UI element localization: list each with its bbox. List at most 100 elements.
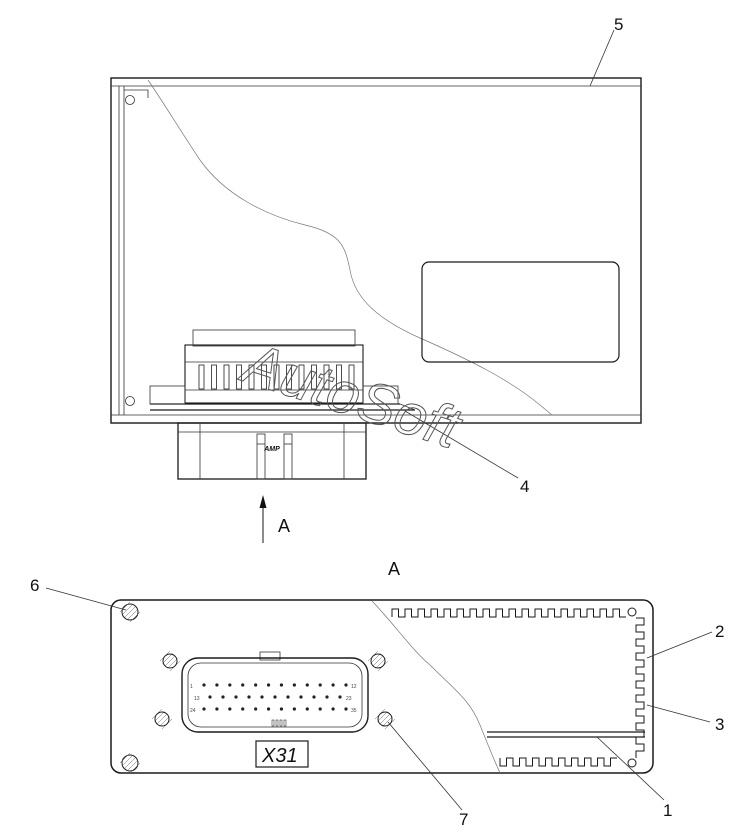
header-pin xyxy=(198,364,205,390)
pin-label-13: 13 xyxy=(194,696,200,702)
connector-key-slot xyxy=(283,719,287,727)
leader-3 xyxy=(646,704,711,723)
connector-pin xyxy=(344,683,348,687)
connector-pin xyxy=(279,707,284,711)
callout-1: 1 xyxy=(663,801,672,820)
connector-pin xyxy=(254,683,258,687)
pcb-view-a xyxy=(487,731,645,738)
leader-5 xyxy=(589,29,615,87)
amp-connector-body xyxy=(177,422,367,480)
header-pin xyxy=(273,364,280,390)
header-pin xyxy=(261,364,267,390)
screw-hatch-line xyxy=(122,604,133,615)
connector-pin xyxy=(338,695,342,699)
connector-pin xyxy=(312,695,316,699)
connector-pin xyxy=(202,707,206,711)
screw-hatch-line xyxy=(124,606,136,618)
header-pin xyxy=(348,364,355,390)
callout-6: 6 xyxy=(30,576,39,595)
connector-pin xyxy=(215,707,219,711)
header-pin xyxy=(311,364,317,390)
housing-view-a xyxy=(110,599,654,774)
connector-pin xyxy=(292,683,296,687)
x31-label-text: X31 xyxy=(261,745,298,767)
screw-hatch-line xyxy=(129,611,141,623)
screw-hatch-line xyxy=(127,760,138,771)
screw-hatch-line xyxy=(156,713,168,725)
connector-pin xyxy=(305,683,309,687)
callout-5: 5 xyxy=(614,15,623,34)
connector-pin xyxy=(318,683,322,687)
header-pin xyxy=(223,364,230,390)
connector-x31-face xyxy=(154,651,393,733)
breakaway-line-view-a xyxy=(371,600,501,774)
screw-hatch-line xyxy=(127,609,138,620)
pin-label-35: 35 xyxy=(351,708,357,714)
screw-hatch-line xyxy=(382,716,393,727)
connector-pin xyxy=(260,695,264,699)
connector-pin xyxy=(254,707,258,711)
screw-hatch-line xyxy=(162,653,173,664)
header-pin xyxy=(248,364,255,390)
screw-hatch-line xyxy=(375,658,386,669)
screw-hatch-line xyxy=(370,653,381,664)
connector-pin xyxy=(241,683,245,687)
heatsink-fins-bottom xyxy=(499,757,617,767)
connector-pin xyxy=(247,695,251,699)
header-pin xyxy=(211,364,217,390)
pin-label-12: 12 xyxy=(351,684,357,690)
connector-pin xyxy=(325,695,329,699)
view-a-title: A xyxy=(388,559,400,579)
header-pin xyxy=(323,364,330,390)
x31-label-box xyxy=(255,740,309,768)
connector-key-slot xyxy=(279,719,283,727)
connector-pin xyxy=(215,683,219,687)
connector-pin xyxy=(286,695,290,699)
pcb-board xyxy=(150,403,416,411)
pin-label-24: 24 xyxy=(190,708,196,714)
view-arrow-label: A xyxy=(278,516,290,536)
connector-pin xyxy=(241,707,245,711)
connector-pin xyxy=(208,695,212,699)
screw-hatch-line xyxy=(164,655,176,667)
connector-pin xyxy=(273,695,277,699)
connector-pin xyxy=(344,707,348,711)
breakaway-line-top xyxy=(147,79,553,416)
screw-hatch-line xyxy=(154,711,165,722)
watermark-text: AutoSoft xyxy=(233,330,470,462)
connector-pin xyxy=(279,683,284,687)
screw-hatch-line xyxy=(124,757,136,769)
connector-pin xyxy=(266,683,271,687)
heatsink-fins-top xyxy=(391,608,626,618)
pcb-header-connector xyxy=(149,329,399,405)
amp-brand-text: AMP xyxy=(263,446,280,453)
view-arrow-a xyxy=(259,495,267,543)
connector-pin xyxy=(234,695,238,699)
screw-hatch-line xyxy=(159,716,170,727)
callout-2: 2 xyxy=(715,622,724,641)
screw-hatch-line xyxy=(379,713,391,725)
leader-1 xyxy=(596,736,665,801)
header-pin xyxy=(298,364,305,390)
header-pin xyxy=(236,364,242,390)
leader-7 xyxy=(387,721,463,811)
connector-pin xyxy=(299,695,303,699)
callout-4: 4 xyxy=(520,477,529,496)
header-pin xyxy=(286,364,292,390)
screw-hatch-line xyxy=(122,755,133,766)
connector-pin xyxy=(305,707,309,711)
connector-pin xyxy=(228,707,232,711)
pin-label-1: 1 xyxy=(190,684,193,690)
connector-key-slot xyxy=(275,719,279,727)
nameplate-rect xyxy=(421,261,620,363)
pin-label-23: 23 xyxy=(346,696,352,702)
connector-pin xyxy=(228,683,232,687)
connector-pin xyxy=(331,683,335,687)
callout-7: 7 xyxy=(459,810,468,829)
callout-3: 3 xyxy=(715,715,724,734)
leader-4 xyxy=(404,410,519,479)
connector-pin xyxy=(331,707,335,711)
screw-hatch-line xyxy=(372,655,384,667)
leader-6 xyxy=(45,587,127,611)
